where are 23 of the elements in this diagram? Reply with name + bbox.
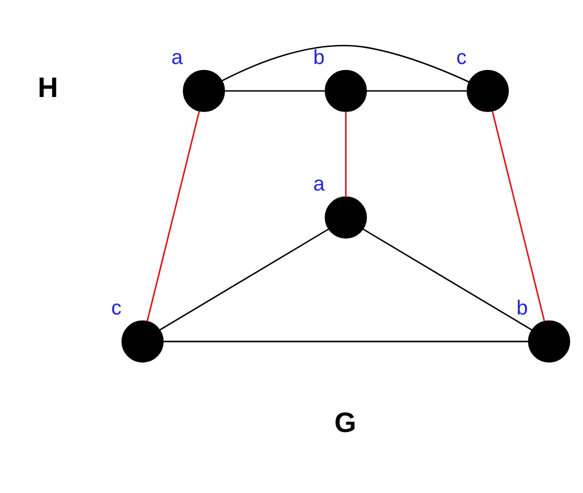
node-label: c bbox=[456, 45, 467, 68]
connector bbox=[492, 110, 546, 322]
connector bbox=[362, 228, 532, 330]
connector bbox=[160, 228, 330, 330]
connector bbox=[345, 111, 347, 196]
node-label: b bbox=[313, 45, 325, 68]
node-circle bbox=[528, 320, 570, 362]
label: H bbox=[38, 71, 58, 102]
connector bbox=[146, 110, 200, 322]
node-circle bbox=[324, 196, 367, 238]
connector bbox=[224, 90, 325, 92]
node-circle bbox=[466, 69, 509, 112]
node-label: a bbox=[171, 45, 183, 68]
node-circle bbox=[121, 320, 164, 362]
node-label: c bbox=[111, 296, 122, 319]
connector bbox=[163, 340, 528, 342]
node-label: a bbox=[313, 172, 325, 195]
label: G bbox=[334, 406, 356, 438]
node-circle bbox=[182, 69, 226, 112]
node-label: b bbox=[516, 296, 528, 319]
node-circle bbox=[324, 69, 367, 112]
connector bbox=[366, 90, 467, 92]
connector bbox=[221, 44, 470, 82]
